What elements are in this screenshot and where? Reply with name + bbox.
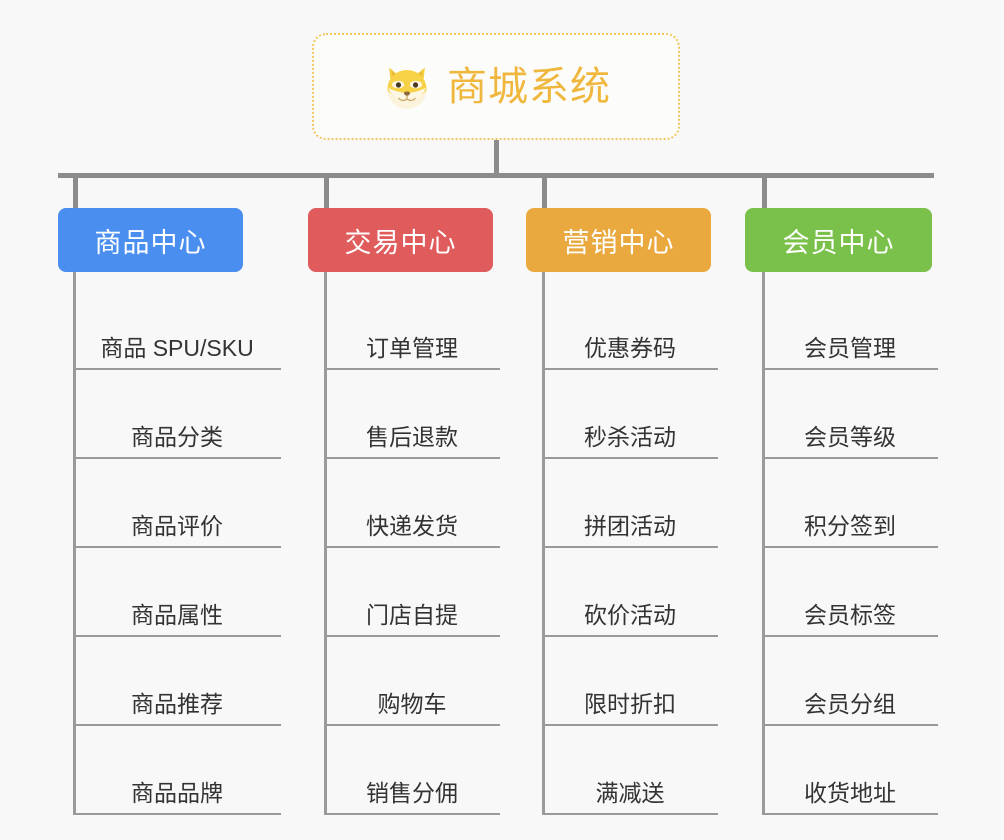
leaf-item[interactable]: 秒杀活动 — [542, 370, 718, 459]
category-box-3[interactable]: 营销中心 — [526, 208, 711, 272]
leaf-item[interactable]: 限时折扣 — [542, 637, 718, 726]
leaf-item[interactable]: 商品属性 — [73, 548, 281, 637]
leaf-label: 商品分类 — [131, 424, 223, 450]
category-label: 交易中心 — [344, 227, 457, 258]
branch-trunk-4 — [762, 272, 765, 815]
leaf-item[interactable]: 会员管理 — [762, 281, 938, 370]
leaf-label: 购物车 — [377, 691, 447, 717]
leaf-label: 会员等级 — [804, 424, 896, 450]
leaf-item[interactable]: 商品 SPU/SKU — [73, 281, 281, 370]
leaf-label: 会员标签 — [804, 602, 896, 628]
horizontal-bus-connector — [58, 173, 934, 178]
root-down-connector — [494, 140, 499, 176]
category-box-1[interactable]: 商品中心 — [58, 208, 243, 272]
leaf-label: 售后退款 — [366, 424, 458, 450]
category-box-4[interactable]: 会员中心 — [745, 208, 932, 272]
branch-trunk-2 — [324, 272, 327, 815]
leaf-label: 限时折扣 — [584, 691, 676, 717]
leaf-item[interactable]: 拼团活动 — [542, 459, 718, 548]
category-label: 会员中心 — [782, 227, 895, 258]
leaf-label: 订单管理 — [366, 335, 458, 361]
leaf-item[interactable]: 销售分佣 — [324, 726, 500, 815]
leaf-item[interactable]: 商品分类 — [73, 370, 281, 459]
branch-drop-connector-1 — [73, 173, 78, 208]
leaf-item[interactable]: 售后退款 — [324, 370, 500, 459]
leaf-label: 门店自提 — [366, 602, 458, 628]
leaf-item[interactable]: 商品推荐 — [73, 637, 281, 726]
leaf-label: 销售分佣 — [366, 780, 458, 806]
leaf-label: 砍价活动 — [584, 602, 676, 628]
category-label: 营销中心 — [562, 227, 675, 258]
leaf-item[interactable]: 满减送 — [542, 726, 718, 815]
leaf-label: 积分签到 — [804, 513, 896, 539]
category-box-2[interactable]: 交易中心 — [308, 208, 493, 272]
branch-trunk-3 — [542, 272, 545, 815]
shiba-dog-emoji — [381, 61, 433, 113]
leaf-label: 快递发货 — [366, 513, 458, 539]
leaf-label: 会员管理 — [804, 335, 896, 361]
leaf-item[interactable]: 优惠券码 — [542, 281, 718, 370]
branch-trunk-1 — [73, 272, 76, 815]
leaf-item[interactable]: 砍价活动 — [542, 548, 718, 637]
branch-drop-connector-3 — [542, 173, 547, 208]
leaf-label: 秒杀活动 — [584, 424, 676, 450]
leaf-item[interactable]: 会员标签 — [762, 548, 938, 637]
category-label: 商品中心 — [94, 227, 207, 258]
leaf-item[interactable]: 商品评价 — [73, 459, 281, 548]
leaf-label: 商品属性 — [131, 602, 223, 628]
leaf-label: 满减送 — [595, 780, 665, 806]
leaf-label: 商品品牌 — [131, 780, 223, 806]
leaf-item[interactable]: 快递发货 — [324, 459, 500, 548]
leaf-item[interactable]: 门店自提 — [324, 548, 500, 637]
leaf-label: 商品 SPU/SKU — [100, 335, 254, 361]
leaf-item[interactable]: 积分签到 — [762, 459, 938, 548]
leaf-item[interactable]: 购物车 — [324, 637, 500, 726]
leaf-item[interactable]: 会员等级 — [762, 370, 938, 459]
leaf-label: 商品推荐 — [131, 691, 223, 717]
leaf-label: 商品评价 — [131, 513, 223, 539]
branch-drop-connector-2 — [324, 173, 329, 208]
leaf-item[interactable]: 商品品牌 — [73, 726, 281, 815]
branch-drop-connector-4 — [762, 173, 767, 208]
leaf-label: 拼团活动 — [584, 513, 676, 539]
leaf-item[interactable]: 会员分组 — [762, 637, 938, 726]
leaf-label: 会员分组 — [804, 691, 896, 717]
leaf-label: 收货地址 — [804, 780, 896, 806]
root-title: 商城系统 — [447, 64, 611, 109]
leaf-item[interactable]: 订单管理 — [324, 281, 500, 370]
leaf-item[interactable]: 收货地址 — [762, 726, 938, 815]
root-node[interactable]: 商城系统 — [312, 33, 680, 140]
leaf-label: 优惠券码 — [584, 335, 676, 361]
